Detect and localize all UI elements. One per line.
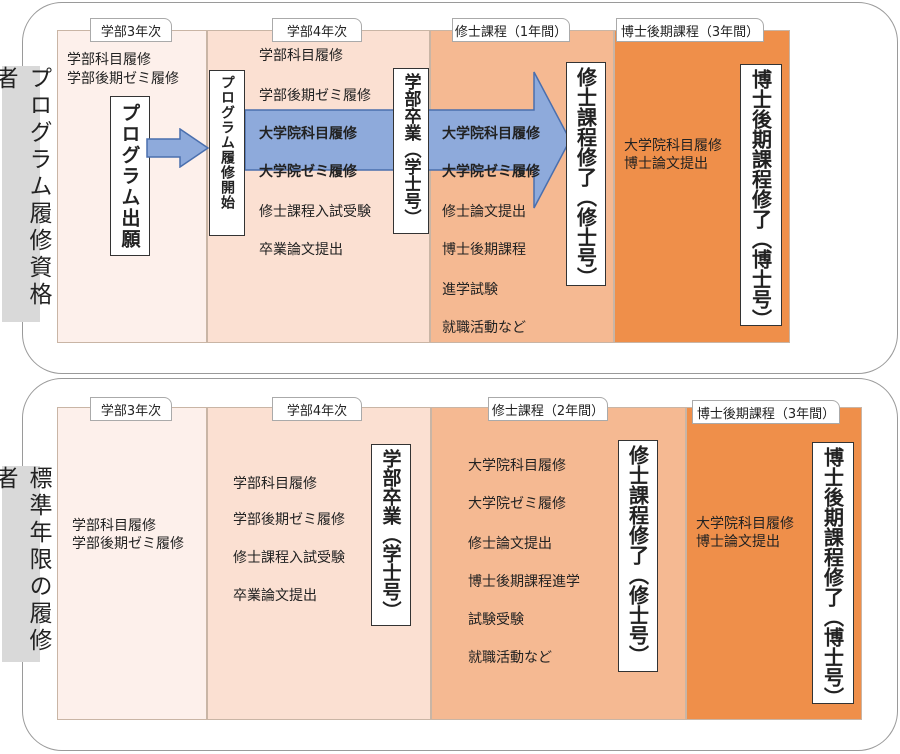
standard-side-label: 標準年限の履修者 [0, 466, 51, 662]
program-graduation-box: 学部卒業（学士号） [393, 68, 429, 234]
program-col4-item: 大学院科目履修 [624, 138, 722, 154]
standard-tab-year4: 学部4年次 [272, 397, 362, 421]
program-col3-item: 博士後期課程 [442, 242, 526, 258]
standard-col3-item: 就職活動など [468, 650, 552, 666]
standard-col-year3 [57, 407, 207, 720]
standard-col1-item: 学部科目履修 [72, 518, 156, 534]
program-col3-item: 就職活動など [442, 320, 526, 336]
standard-tab-doctor: 博士後期課程（3年間） [692, 400, 840, 424]
program-application-box: プログラム出願 [110, 96, 150, 256]
program-col1-item: 学部後期ゼミ履修 [67, 71, 179, 87]
standard-doctor-box: 博士後期課程修了（博士号） [812, 442, 854, 707]
program-col3-item: 進学試験 [442, 282, 498, 298]
program-col3-item: 修士論文提出 [442, 204, 526, 220]
standard-master-box: 修士課程修了（修士号） [618, 440, 658, 672]
program-doctor-box: 博士後期課程修了（博士号） [740, 64, 782, 329]
small-arrow-icon [146, 128, 210, 168]
standard-tab-master: 修士課程（2年間） [488, 397, 608, 421]
program-side-label: プログラム履修資格者 [0, 66, 51, 322]
program-tab-year3: 学部3年次 [90, 18, 172, 42]
standard-col2-item: 修士課程入試受験 [233, 550, 345, 566]
program-start-box: プログラム履修開始 [209, 70, 245, 236]
program-tab-doctor: 博士後期課程（3年間） [616, 18, 764, 42]
standard-col3-item: 修士論文提出 [468, 536, 552, 552]
program-col2-item: 大学院科目履修 [259, 126, 357, 142]
program-col4-item: 博士論文提出 [624, 156, 708, 172]
program-tab-year4: 学部4年次 [272, 18, 362, 42]
program-master-box: 修士課程修了（修士号） [566, 62, 606, 287]
standard-col1-item: 学部後期ゼミ履修 [72, 536, 184, 552]
standard-col3-item: 大学院ゼミ履修 [468, 496, 566, 512]
program-col2-item: 学部後期ゼミ履修 [259, 88, 371, 104]
standard-col2-item: 学部科目履修 [233, 476, 317, 492]
program-col2-item: 修士課程入試受験 [259, 204, 371, 220]
standard-col2-item: 卒業論文提出 [233, 588, 317, 604]
program-col1-item: 学部科目履修 [67, 52, 151, 68]
standard-col3-item: 試験受験 [468, 612, 524, 628]
standard-col4-item: 博士論文提出 [696, 534, 780, 550]
program-col3-item: 大学院科目履修 [442, 126, 540, 142]
standard-col4-item: 大学院科目履修 [696, 516, 794, 532]
standard-col3-item: 大学院科目履修 [468, 458, 566, 474]
program-col3-item: 大学院ゼミ履修 [442, 164, 540, 180]
standard-tab-year3: 学部3年次 [90, 397, 172, 421]
program-tab-master: 修士課程（1年間） [452, 18, 570, 42]
standard-col3-item: 博士後期課程進学 [468, 574, 580, 590]
standard-graduation-box: 学部卒業（学士号） [371, 444, 411, 626]
program-col2-item: 卒業論文提出 [259, 242, 343, 258]
program-col2-item: 学部科目履修 [259, 48, 343, 64]
program-col2-item: 大学院ゼミ履修 [259, 164, 357, 180]
standard-col2-item: 学部後期ゼミ履修 [233, 512, 345, 528]
